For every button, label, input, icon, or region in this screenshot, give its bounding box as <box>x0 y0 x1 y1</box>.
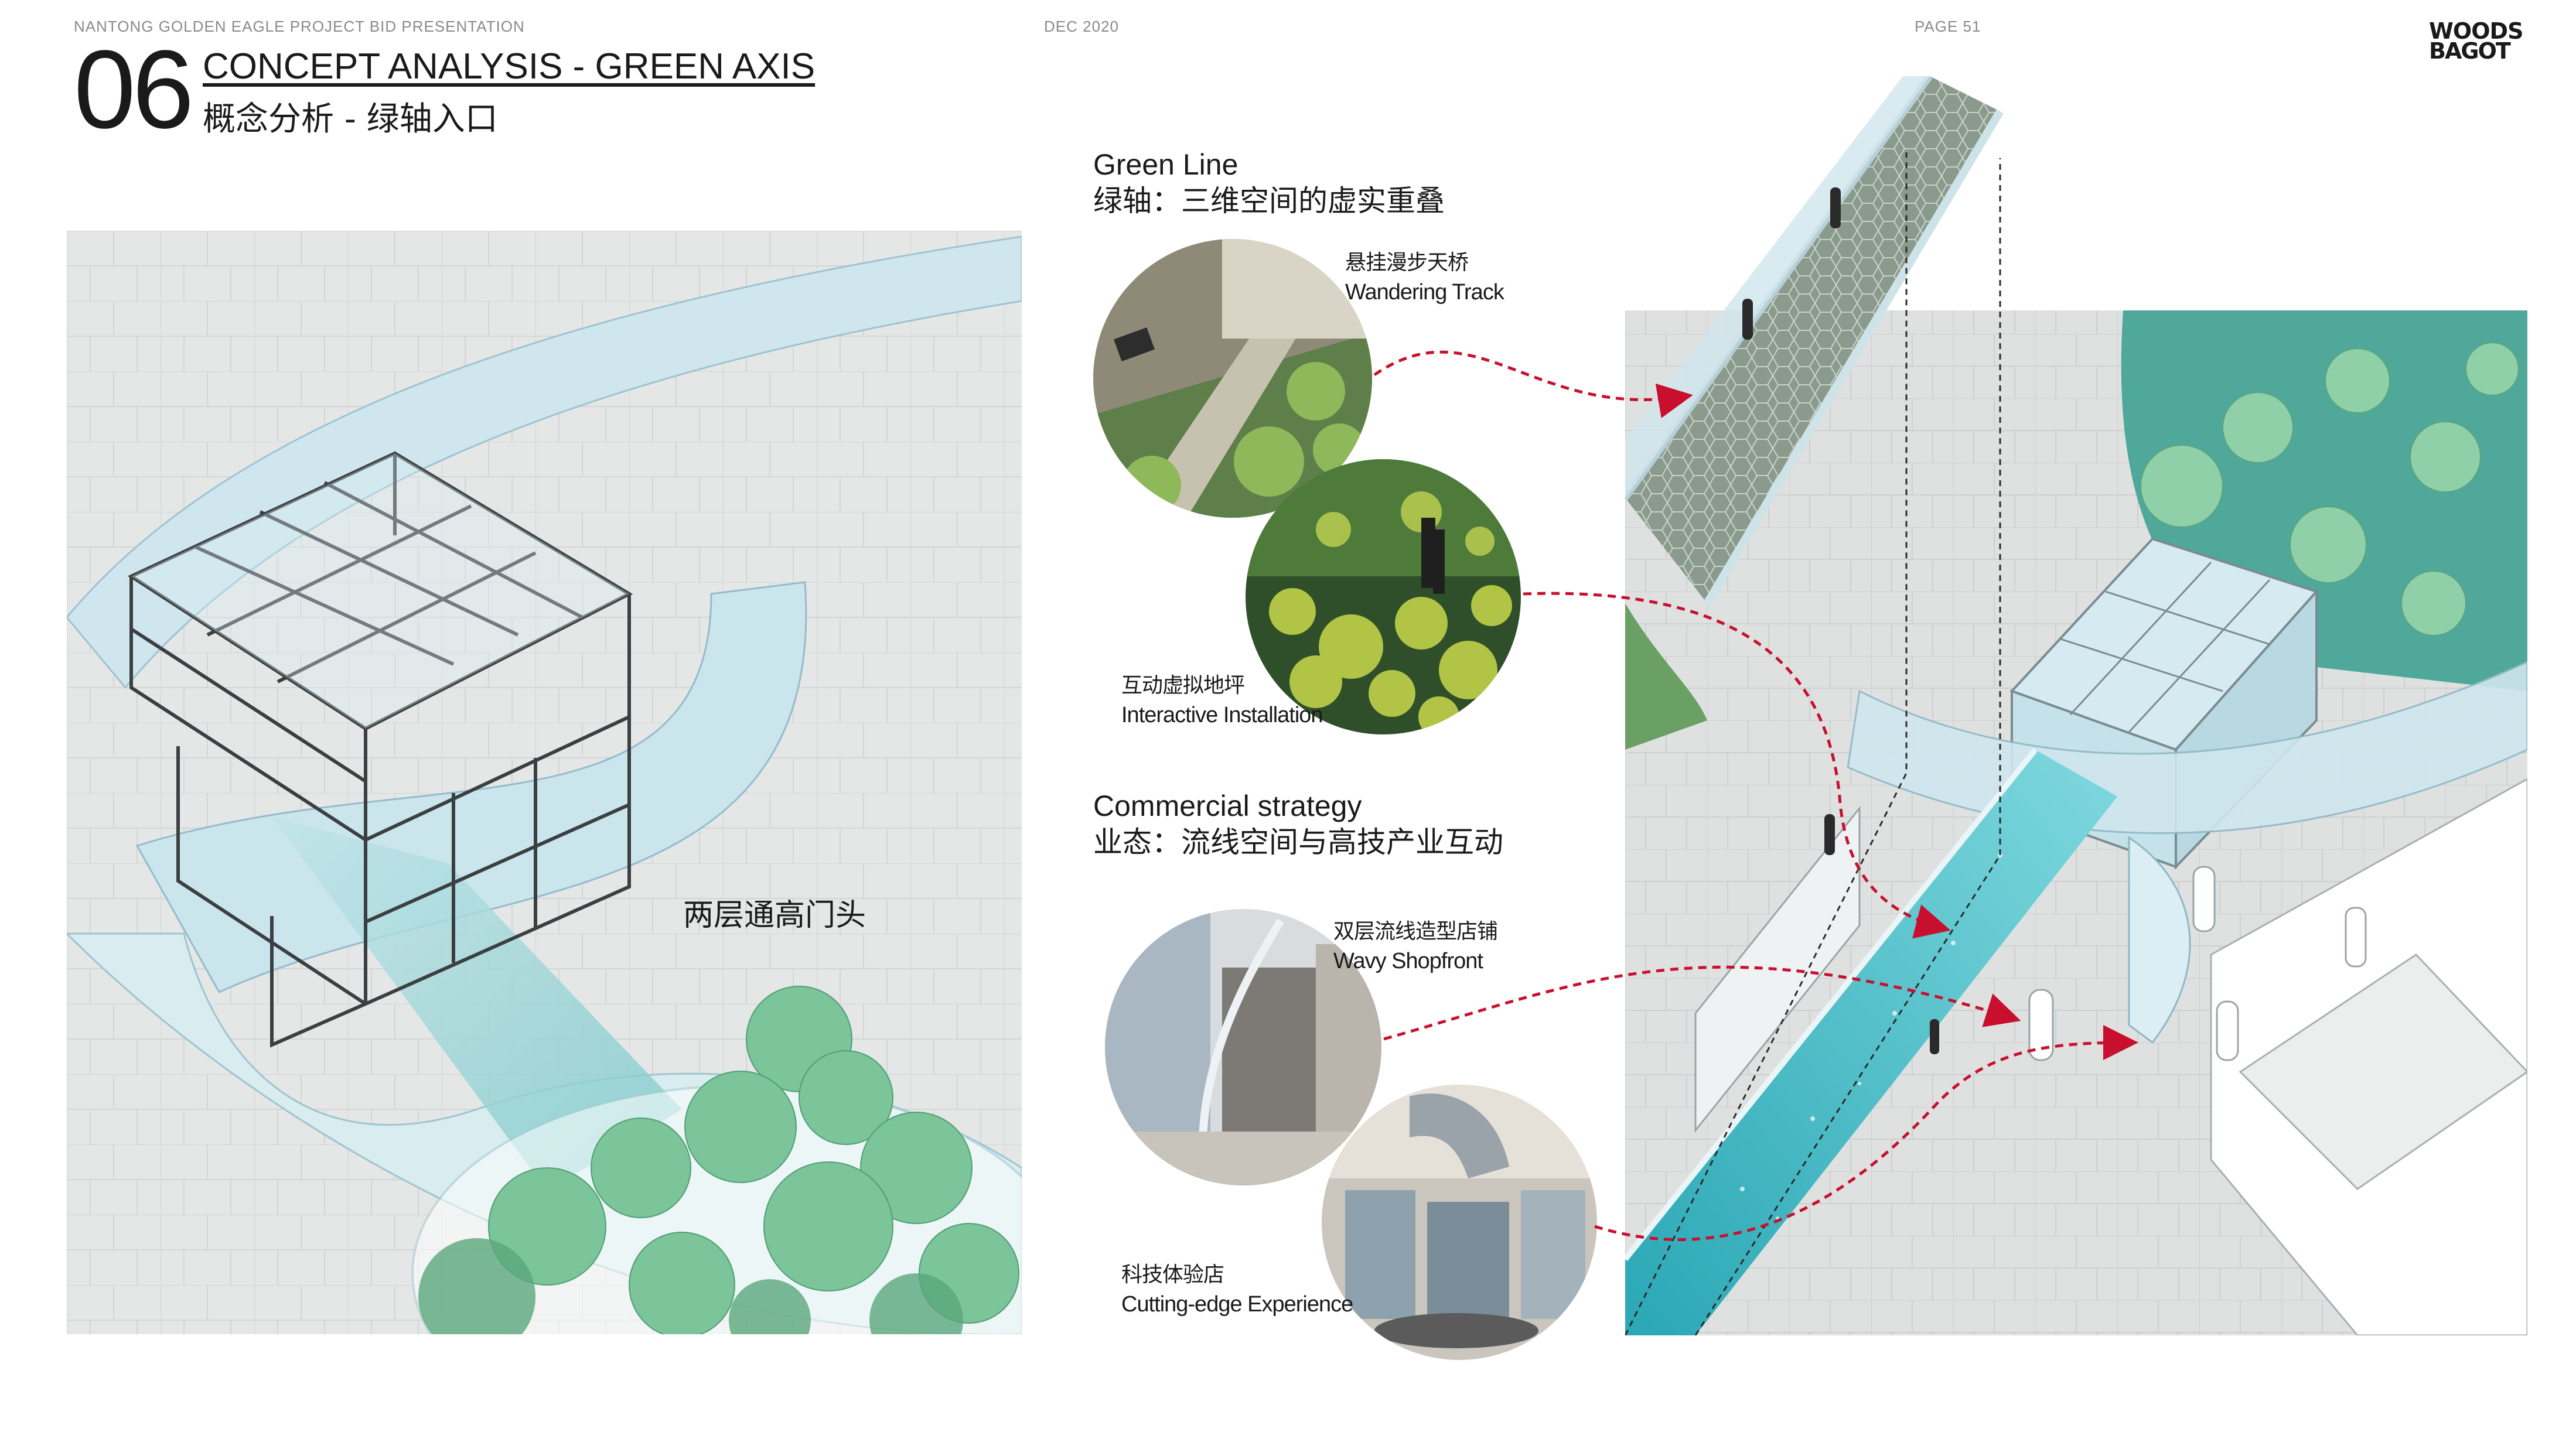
interactive-installation-caption: 互动虚拟地坪 Interactive Installation <box>1121 671 1323 730</box>
wavy-shopfront-cn: 双层流线造型店铺 <box>1333 920 1498 944</box>
section-title-chinese: 概念分析 - 绿轴入口 <box>203 100 498 138</box>
wandering-track-cn: 悬挂漫步天桥 <box>1345 251 1469 275</box>
commercial-heading-cn: 业态：流线空间与高技产业互动 <box>1093 825 1503 859</box>
presentation-date: DEC 2020 <box>1044 18 1119 35</box>
page-number: PAGE 51 <box>1915 18 1981 35</box>
section-title-english: CONCEPT ANALYSIS - GREEN AXIS <box>203 46 816 87</box>
wandering-track-en: Wandering Track <box>1345 280 1504 305</box>
cutting-edge-caption: 科技体验店 Cutting-edge Experience <box>1121 1260 1353 1319</box>
interactive-installation-cn: 互动虚拟地坪 <box>1121 674 1245 698</box>
wandering-track-caption: 悬挂漫步天桥 Wandering Track <box>1345 248 1504 307</box>
logo-line-1: WOODS <box>2429 18 2523 44</box>
double-height-entrance-label: 两层通高门头 <box>683 898 866 933</box>
woods-bagot-logo: WOODS BAGOT <box>2429 18 2534 64</box>
commercial-strategy-heading: Commercial strategy 业态：流线空间与高技产业互动 <box>1093 788 1503 860</box>
wavy-shopfront-en: Wavy Shopfront <box>1333 949 1483 973</box>
green-axis-axonometric <box>1625 76 2527 1335</box>
cutting-edge-cn: 科技体验店 <box>1121 1263 1224 1287</box>
green-line-heading: Green Line 绿轴：三维空间的虚实重叠 <box>1093 146 1445 219</box>
wavy-shopfront-caption: 双层流线造型店铺 Wavy Shopfront <box>1333 917 1498 976</box>
cutting-edge-experience-photo <box>1322 1085 1597 1360</box>
green-line-heading-cn: 绿轴：三维空间的虚实重叠 <box>1093 184 1445 218</box>
interactive-installation-en: Interactive Installation <box>1121 703 1323 727</box>
green-line-heading-en: Green Line <box>1093 148 1238 181</box>
cutting-edge-en: Cutting-edge Experience <box>1121 1292 1353 1317</box>
section-number: 06 <box>74 28 194 152</box>
commercial-heading-en: Commercial strategy <box>1093 790 1362 822</box>
project-name: NANTONG GOLDEN EAGLE PROJECT BID PRESENT… <box>74 18 525 35</box>
logo-line-2: BAGOT <box>2429 38 2511 64</box>
wavy-shopfront-photo <box>1105 909 1381 1185</box>
entrance-plan-illustration <box>67 231 1022 1334</box>
